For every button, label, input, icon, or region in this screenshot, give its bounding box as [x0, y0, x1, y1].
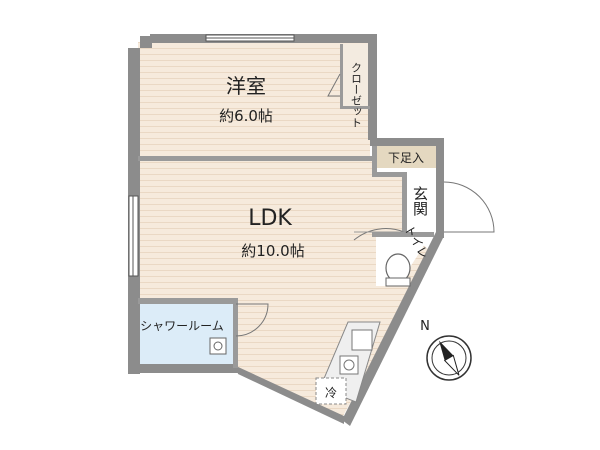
shoe-storage-label: 下足入 — [388, 151, 424, 165]
compass: N — [420, 319, 472, 381]
entrance-area — [406, 176, 436, 232]
toilet-fixture — [385, 253, 411, 287]
windows — [128, 34, 295, 277]
shower-room-label: シャワールーム — [140, 319, 224, 333]
fridge-space: 冷 — [315, 377, 347, 405]
sink-icon — [351, 329, 373, 351]
shower-drain-icon — [209, 337, 227, 355]
closet-label: クローゼット — [350, 62, 363, 128]
stove-icon — [339, 355, 359, 375]
western-room-name: 洋室 — [226, 74, 266, 98]
shower-room-floor — [138, 304, 236, 364]
fridge-label: 冷 — [325, 386, 337, 400]
western-room-size: 約6.0帖 — [219, 107, 273, 125]
entrance-label: 玄関 — [411, 186, 429, 217]
ldk-name: LDK — [248, 206, 292, 231]
ldk-size: 約10.0帖 — [241, 242, 304, 260]
doors — [235, 73, 495, 337]
compass-needle-north — [439, 340, 454, 361]
compass-needle-south — [443, 354, 460, 376]
compass-north-label: N — [420, 319, 430, 334]
ldk-floor — [138, 160, 432, 418]
interior-walls — [138, 44, 434, 368]
shoe-storage-area — [376, 146, 436, 168]
outer-walls — [128, 34, 444, 426]
western-room-floor — [138, 42, 370, 160]
closet-area — [340, 44, 368, 108]
